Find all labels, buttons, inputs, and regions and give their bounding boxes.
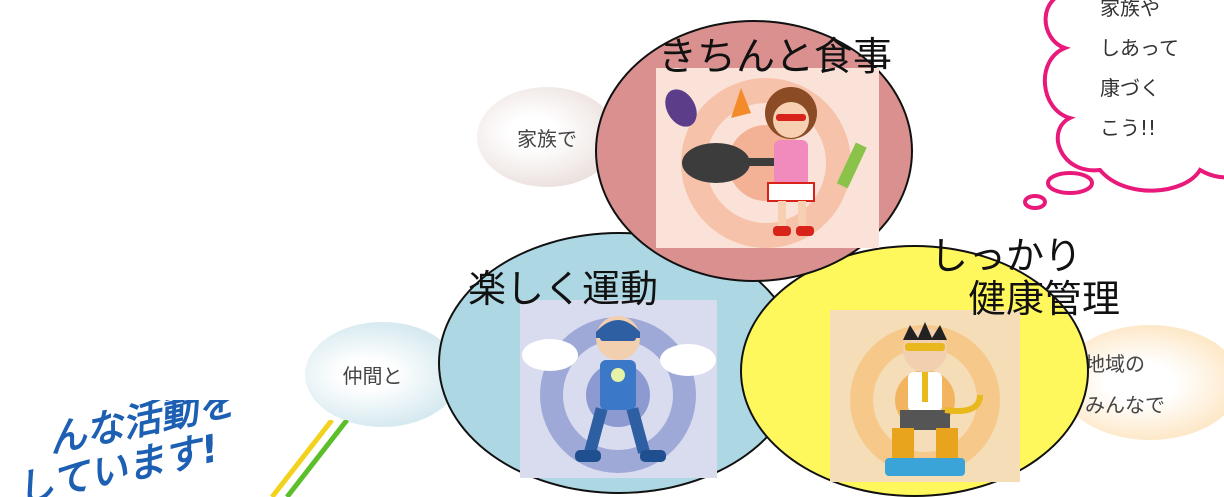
thought-bubble-outline [1023,0,1224,210]
bubble-line-2: しあって [1100,36,1179,60]
bubble-line-3: 康づく [1100,76,1160,100]
meal-illustration [656,68,879,248]
tag-family: 家族で [477,87,617,187]
tag-family-label: 家族で [517,126,577,151]
health-illustration [830,310,1020,482]
tag-community-line2: みんなで [1085,392,1165,417]
health-title-line1: しっかり [930,234,1083,278]
meal-title: きちんと食事 [658,35,893,80]
tag-friends-label: 仲間と [342,364,403,388]
exercise-illustration [520,300,717,478]
bubble-line-1: 家族や [1100,0,1160,20]
tag-community-line1: 地域の [1085,351,1145,376]
health-title-line2: 健康管理 [968,277,1121,321]
slogan-accent-lines [270,420,349,497]
thought-bubble: 家族や しあって 康づく こう!! [1015,0,1224,220]
exercise-title: 楽しく運動 [468,267,659,311]
tag-friends: 仲間と [305,322,460,427]
slogan: んな活動を しています! [0,400,360,497]
bubble-line-4: こう!! [1100,116,1157,140]
